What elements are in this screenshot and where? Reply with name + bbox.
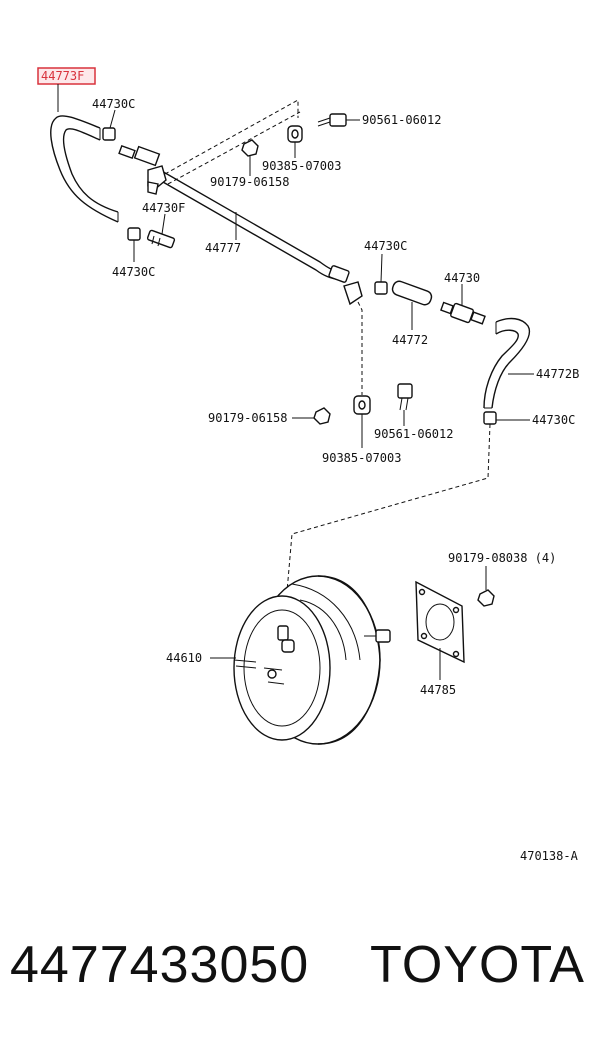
hose-44772 xyxy=(391,280,433,330)
label-90179-08038: 90179-08038 (4) xyxy=(448,551,556,565)
bolt-90561-upper xyxy=(317,113,360,127)
leader-44730f xyxy=(161,213,166,235)
label-44785: 44785 xyxy=(420,683,456,697)
dash-upper-1 xyxy=(164,99,299,175)
label-44773f-highlight[interactable]: 44773F xyxy=(37,67,96,85)
label-44773f: 44773F xyxy=(41,69,84,83)
clip-44730c-upper xyxy=(102,109,116,141)
clip-44730c-right xyxy=(483,411,530,425)
parts-diagram: 44773F 44730C 44777 90561-06012 xyxy=(37,67,579,863)
label-90179-b: 90179-06158 xyxy=(208,411,287,425)
grommet-90385-upper xyxy=(287,125,303,158)
brand-name: TOYOTA xyxy=(370,936,585,994)
label-44777: 44777 xyxy=(205,241,241,255)
label-44772b: 44772B xyxy=(536,367,579,381)
part-number: 4477433050 xyxy=(10,936,310,994)
label-44730c-a: 44730C xyxy=(92,97,135,111)
dash-to-booster xyxy=(283,423,491,627)
label-44610: 44610 xyxy=(166,651,202,665)
label-44730c-d: 44730C xyxy=(532,413,575,427)
union-44730f xyxy=(146,229,176,249)
check-valve-44730 xyxy=(440,284,486,325)
brake-booster-44610 xyxy=(233,575,391,745)
label-90385-b: 90385-07003 xyxy=(322,451,401,465)
hose-44773f xyxy=(50,115,119,223)
label-90385-a: 90385-07003 xyxy=(262,159,341,173)
label-44730f: 44730F xyxy=(142,201,185,215)
dash-upper-2 xyxy=(167,111,301,185)
nut-90179-lower xyxy=(292,407,331,425)
gasket-44785 xyxy=(415,580,465,680)
bracket-lower xyxy=(328,265,363,306)
label-44730c-b: 44730C xyxy=(112,265,155,279)
check-valve-upper xyxy=(118,144,161,167)
label-90561-a: 90561-06012 xyxy=(362,113,441,127)
bracket-upper xyxy=(147,165,167,195)
label-44730: 44730 xyxy=(444,271,480,285)
clip-44730c-left xyxy=(127,227,141,262)
hose-44772b xyxy=(483,317,534,409)
bolt-90561-lower xyxy=(397,383,413,426)
label-44772: 44772 xyxy=(392,333,428,347)
label-44730c-c: 44730C xyxy=(364,239,407,253)
nut-90179-upper xyxy=(241,139,259,176)
dash-lower-vert xyxy=(357,301,363,395)
label-90179-a: 90179-06158 xyxy=(210,175,289,189)
nut-90179-08038 xyxy=(477,566,495,607)
reference-code: 470138-A xyxy=(520,849,579,863)
clip-44730c-middle xyxy=(374,253,388,295)
grommet-90385-lower xyxy=(353,395,371,448)
label-90561-b: 90561-06012 xyxy=(374,427,453,441)
